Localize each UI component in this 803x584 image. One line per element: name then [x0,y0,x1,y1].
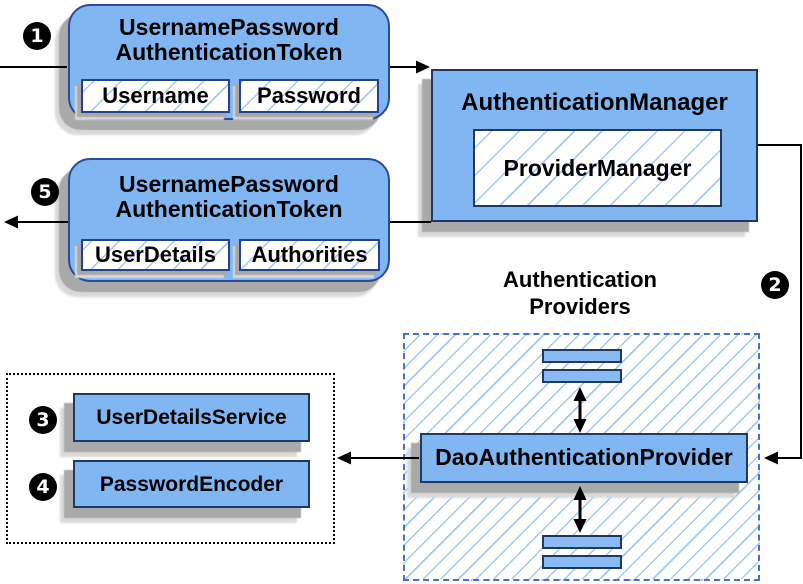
provider-manager-node: ProviderManager [473,129,722,207]
step-2-badge: 2 [761,271,789,299]
arrowhead-left [764,451,778,465]
password-encoder-node: PasswordEncoder [73,460,310,508]
username-password-authentication-token-node: UsernamePassword AuthenticationToken Use… [68,4,390,120]
username-field: Username [81,79,230,113]
label-line2: Providers [529,294,631,319]
user-details-field: UserDetails [81,239,230,271]
label-line1: Authentication [503,267,657,292]
authentication-manager-node: AuthenticationManager ProviderManager [431,69,758,222]
password-field: Password [239,79,379,113]
provider-placeholder-bar [542,555,622,569]
arrowhead-right [416,60,430,74]
arrowhead-left [337,451,351,465]
node-title-line1: UsernamePassword [119,171,339,197]
node-title-line2: AuthenticationToken [115,196,343,222]
node-title: UsernamePassword AuthenticationToken [70,15,388,65]
dao-authentication-provider-node: DaoAuthenticationProvider [420,433,748,483]
node-title: AuthenticationManager [461,89,728,116]
user-details-service-node: UserDetailsService [73,393,310,442]
step-3-badge: 3 [29,406,57,434]
manager-to-provider-line [758,144,802,459]
provider-placeholder-bar [542,535,622,549]
authorities-field: Authorities [239,239,380,271]
authentication-providers-label: Authentication Providers [460,266,700,320]
authenticated-token-node: UsernamePassword AuthenticationToken Use… [68,158,390,282]
node-title-line2: AuthenticationToken [115,39,343,65]
step-5-badge: 5 [31,178,59,206]
step-4-badge: 4 [29,473,57,501]
arrowhead-left [4,215,18,229]
provider-placeholder-bar [542,369,622,383]
node-title-line1: UsernamePassword [119,14,339,40]
services-container [6,373,335,544]
step-1-badge: 1 [23,22,51,50]
provider-placeholder-bar [542,349,622,363]
node-title: UsernamePassword AuthenticationToken [70,172,388,222]
